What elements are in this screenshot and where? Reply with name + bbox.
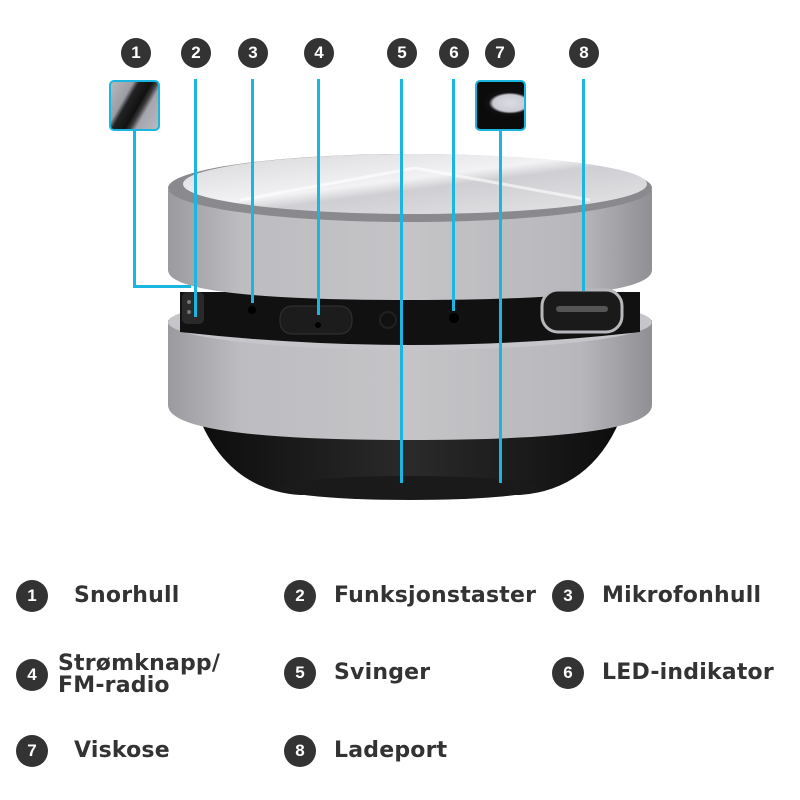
- legend-label: LED-indikator: [602, 660, 774, 685]
- callout-line-1: [133, 130, 136, 287]
- legend-label-line-2: FM-radio: [58, 673, 170, 698]
- legend-label: Strømknapp/ FM-radio: [58, 653, 220, 697]
- callout-line-1-horizontal: [133, 285, 191, 288]
- legend-badge: 4: [16, 659, 48, 691]
- callout-badge-6: 6: [439, 38, 469, 68]
- callout-badge-7: 7: [485, 38, 515, 68]
- callout-line-2: [194, 79, 197, 317]
- viscose-closeup-image: [475, 80, 526, 131]
- legend-badge: 3: [552, 580, 584, 612]
- legend-label: Viskose: [74, 738, 170, 763]
- legend-badge: 7: [16, 735, 48, 767]
- callout-badge-1: 1: [121, 38, 151, 68]
- legend-label: Snorhull: [74, 583, 180, 608]
- callout-line-4: [317, 79, 320, 315]
- legend-badge: 2: [284, 580, 316, 612]
- callout-line-5: [400, 79, 403, 483]
- legend-badge: 8: [284, 735, 316, 767]
- legend-badge: 1: [16, 580, 48, 612]
- callout-line-7: [499, 129, 502, 483]
- speaker-illustration: [168, 154, 652, 500]
- callout-badge-5: 5: [387, 38, 417, 68]
- legend-item-6: 6 LED-indikator: [552, 657, 774, 689]
- callout-badge-3: 3: [238, 38, 268, 68]
- legend-item-8: 8 Ladeport: [284, 735, 447, 767]
- legend-badge: 6: [552, 657, 584, 689]
- legend-item-2: 2 Funksjonstaster: [284, 580, 536, 612]
- legend-item-5: 5 Svinger: [284, 657, 430, 689]
- legend-item-3: 3 Mikrofonhull: [552, 580, 761, 612]
- legend-item-7: 7 Viskose: [16, 735, 170, 767]
- legend-label: Funksjonstaster: [334, 583, 537, 608]
- callout-line-3: [251, 79, 254, 303]
- legend-badge: 5: [284, 657, 316, 689]
- legend-label: Svinger: [334, 660, 431, 685]
- legend-label: Mikrofonhull: [602, 583, 762, 608]
- callout-badge-8: 8: [569, 38, 599, 68]
- legend-label-line-1: Strømknapp/: [58, 651, 221, 676]
- callout-badge-4: 4: [304, 38, 334, 68]
- legend-item-4: 4 Strømknapp/ FM-radio: [16, 653, 220, 697]
- legend-item-1: 1 Snorhull: [16, 580, 179, 612]
- callout-line-6: [452, 79, 455, 311]
- callout-badge-2: 2: [181, 38, 211, 68]
- lanyard-hole-closeup-image: [109, 80, 160, 131]
- legend-label: Ladeport: [334, 738, 448, 763]
- callout-line-8: [582, 79, 585, 291]
